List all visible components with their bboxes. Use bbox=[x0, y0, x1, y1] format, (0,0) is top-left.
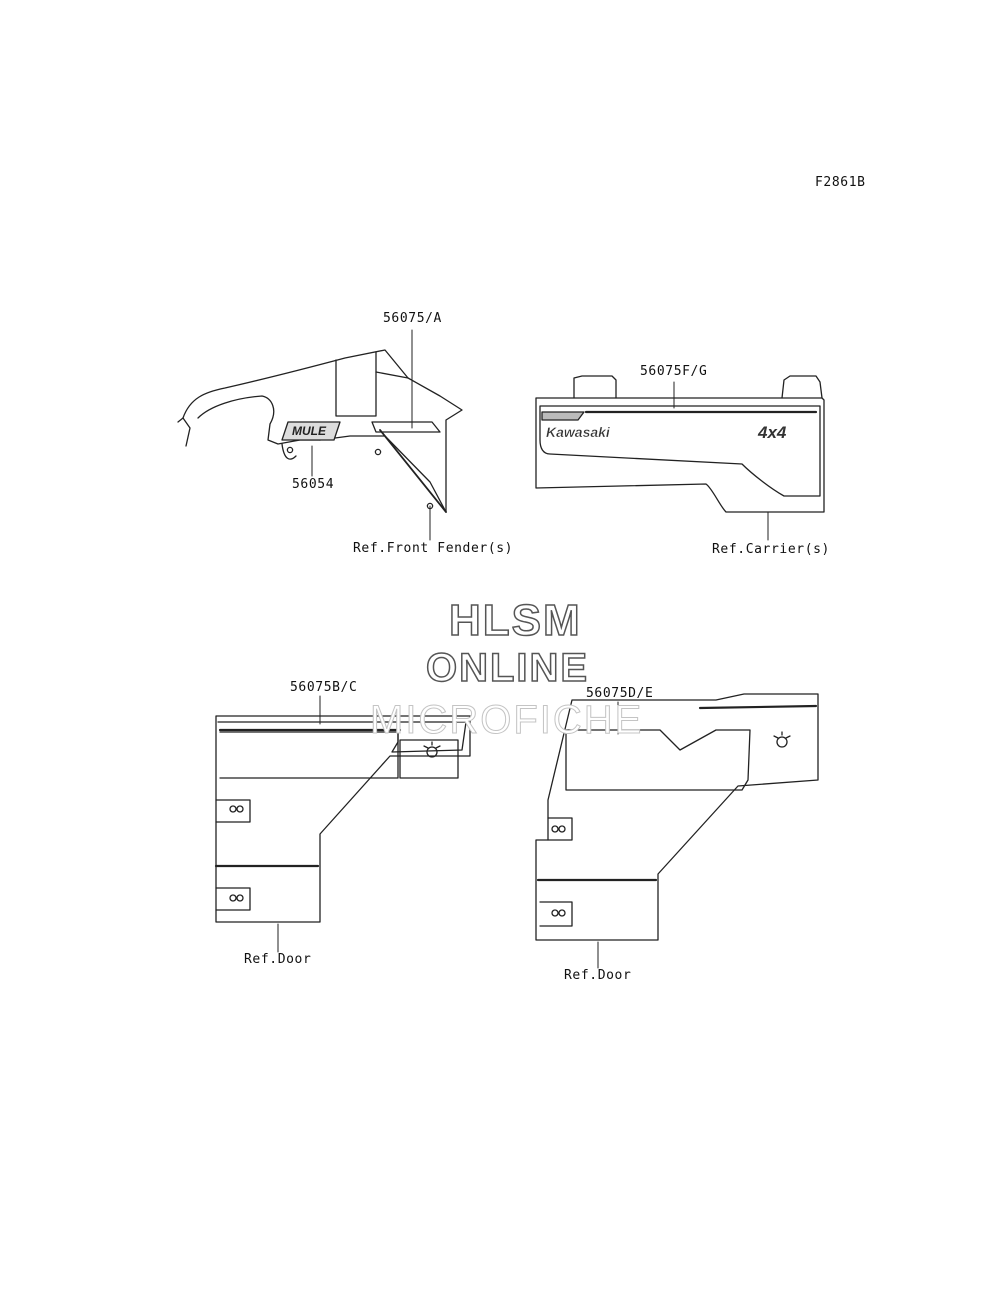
leader-lines bbox=[277, 329, 769, 969]
left-door-drawing bbox=[214, 715, 471, 923]
4x4-decal-text: 4x4 bbox=[757, 423, 787, 442]
ref-door-right: Ref.Door bbox=[564, 968, 632, 983]
part-number-56054[interactable]: 56054 bbox=[292, 477, 335, 492]
watermark-line-3: MICROFICHE bbox=[369, 698, 644, 743]
part-number-56075f-g[interactable]: 56075F/G bbox=[640, 364, 708, 379]
ref-front-fender: Ref.Front Fender(s) bbox=[353, 541, 514, 556]
kawasaki-decal-text: Kawasaki bbox=[546, 424, 611, 440]
right-door-drawing bbox=[535, 693, 819, 941]
watermark-line-2: ONLINE bbox=[425, 645, 590, 691]
carrier-drawing bbox=[535, 375, 825, 513]
part-number-56075-a[interactable]: 56075/A bbox=[383, 311, 442, 326]
part-number-56075d-e[interactable]: 56075D/E bbox=[586, 686, 654, 701]
ref-door-left: Ref.Door bbox=[244, 952, 312, 967]
part-number-56075b-c[interactable]: 56075B/C bbox=[290, 680, 358, 695]
mule-decal-text: MULE bbox=[292, 424, 327, 438]
ref-carrier: Ref.Carrier(s) bbox=[712, 542, 830, 557]
figure-code: F2861B bbox=[815, 175, 866, 190]
mule-decal-drawing bbox=[281, 421, 341, 441]
watermark-line-1: HLSM bbox=[448, 595, 582, 646]
